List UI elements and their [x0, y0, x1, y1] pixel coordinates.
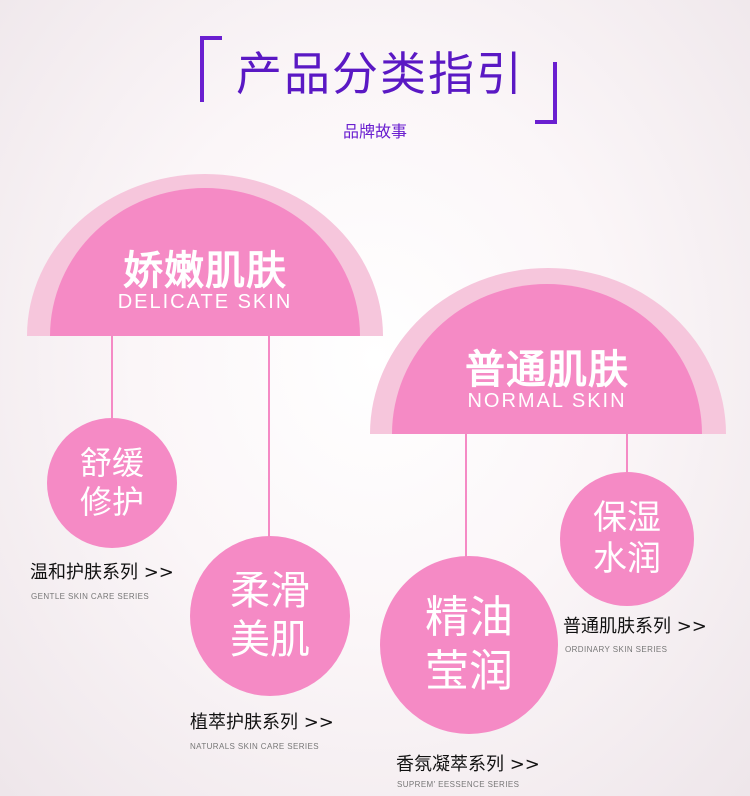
circle-line: 精油 [425, 592, 513, 644]
circle-line: 柔滑 [230, 568, 310, 615]
series-link-essence[interactable]: 香氛凝萃系列 >> [396, 754, 540, 775]
series-link-naturals[interactable]: 植萃护肤系列 >> [190, 712, 334, 733]
series-caption-naturals: NATURALS SKIN CARE SERIES [190, 742, 319, 751]
stem-line [465, 434, 467, 558]
bracket-left-decoration [200, 36, 222, 102]
stem-line [111, 336, 113, 422]
bracket-right-decoration [535, 62, 557, 124]
circle-line: 美肌 [230, 617, 310, 663]
circle-oil-glow[interactable]: 精油 莹润 [380, 556, 558, 734]
circle-soothe-repair[interactable]: 舒缓 修护 [47, 418, 177, 548]
circle-line: 舒缓 [79, 443, 144, 482]
dome-normal-skin-title: 普通肌肤 [465, 347, 629, 393]
circle-line: 保湿 [593, 497, 661, 538]
series-link-ordinary[interactable]: 普通肌肤系列 >> [563, 616, 707, 637]
page-subtitle: 品牌故事 [342, 124, 407, 141]
series-caption-essence: SUPREM' EESSENCE SERIES [397, 780, 520, 789]
dome-delicate-skin-subtitle: DELICATE SKIN [117, 291, 293, 313]
series-link-gentle[interactable]: 温和护肤系列 >> [30, 562, 174, 583]
stem-line [626, 434, 628, 474]
circle-moisture-hydrate[interactable]: 保湿 水润 [560, 472, 694, 606]
dome-delicate-skin-title: 娇嫩肌肤 [123, 248, 287, 294]
series-caption-gentle: GENTLE SKIN CARE SERIES [31, 592, 150, 601]
page-title: 产品分类指引 [236, 47, 524, 101]
circle-smooth-beauty[interactable]: 柔滑 美肌 [190, 536, 350, 696]
circle-line: 莹润 [425, 646, 513, 697]
circle-line: 水润 [593, 539, 661, 579]
stem-line [268, 336, 270, 538]
series-caption-ordinary: ORDINARY SKIN SERIES [565, 645, 668, 654]
dome-normal-skin-subtitle: NORMAL SKIN [467, 390, 627, 412]
circle-line: 修护 [79, 483, 144, 521]
